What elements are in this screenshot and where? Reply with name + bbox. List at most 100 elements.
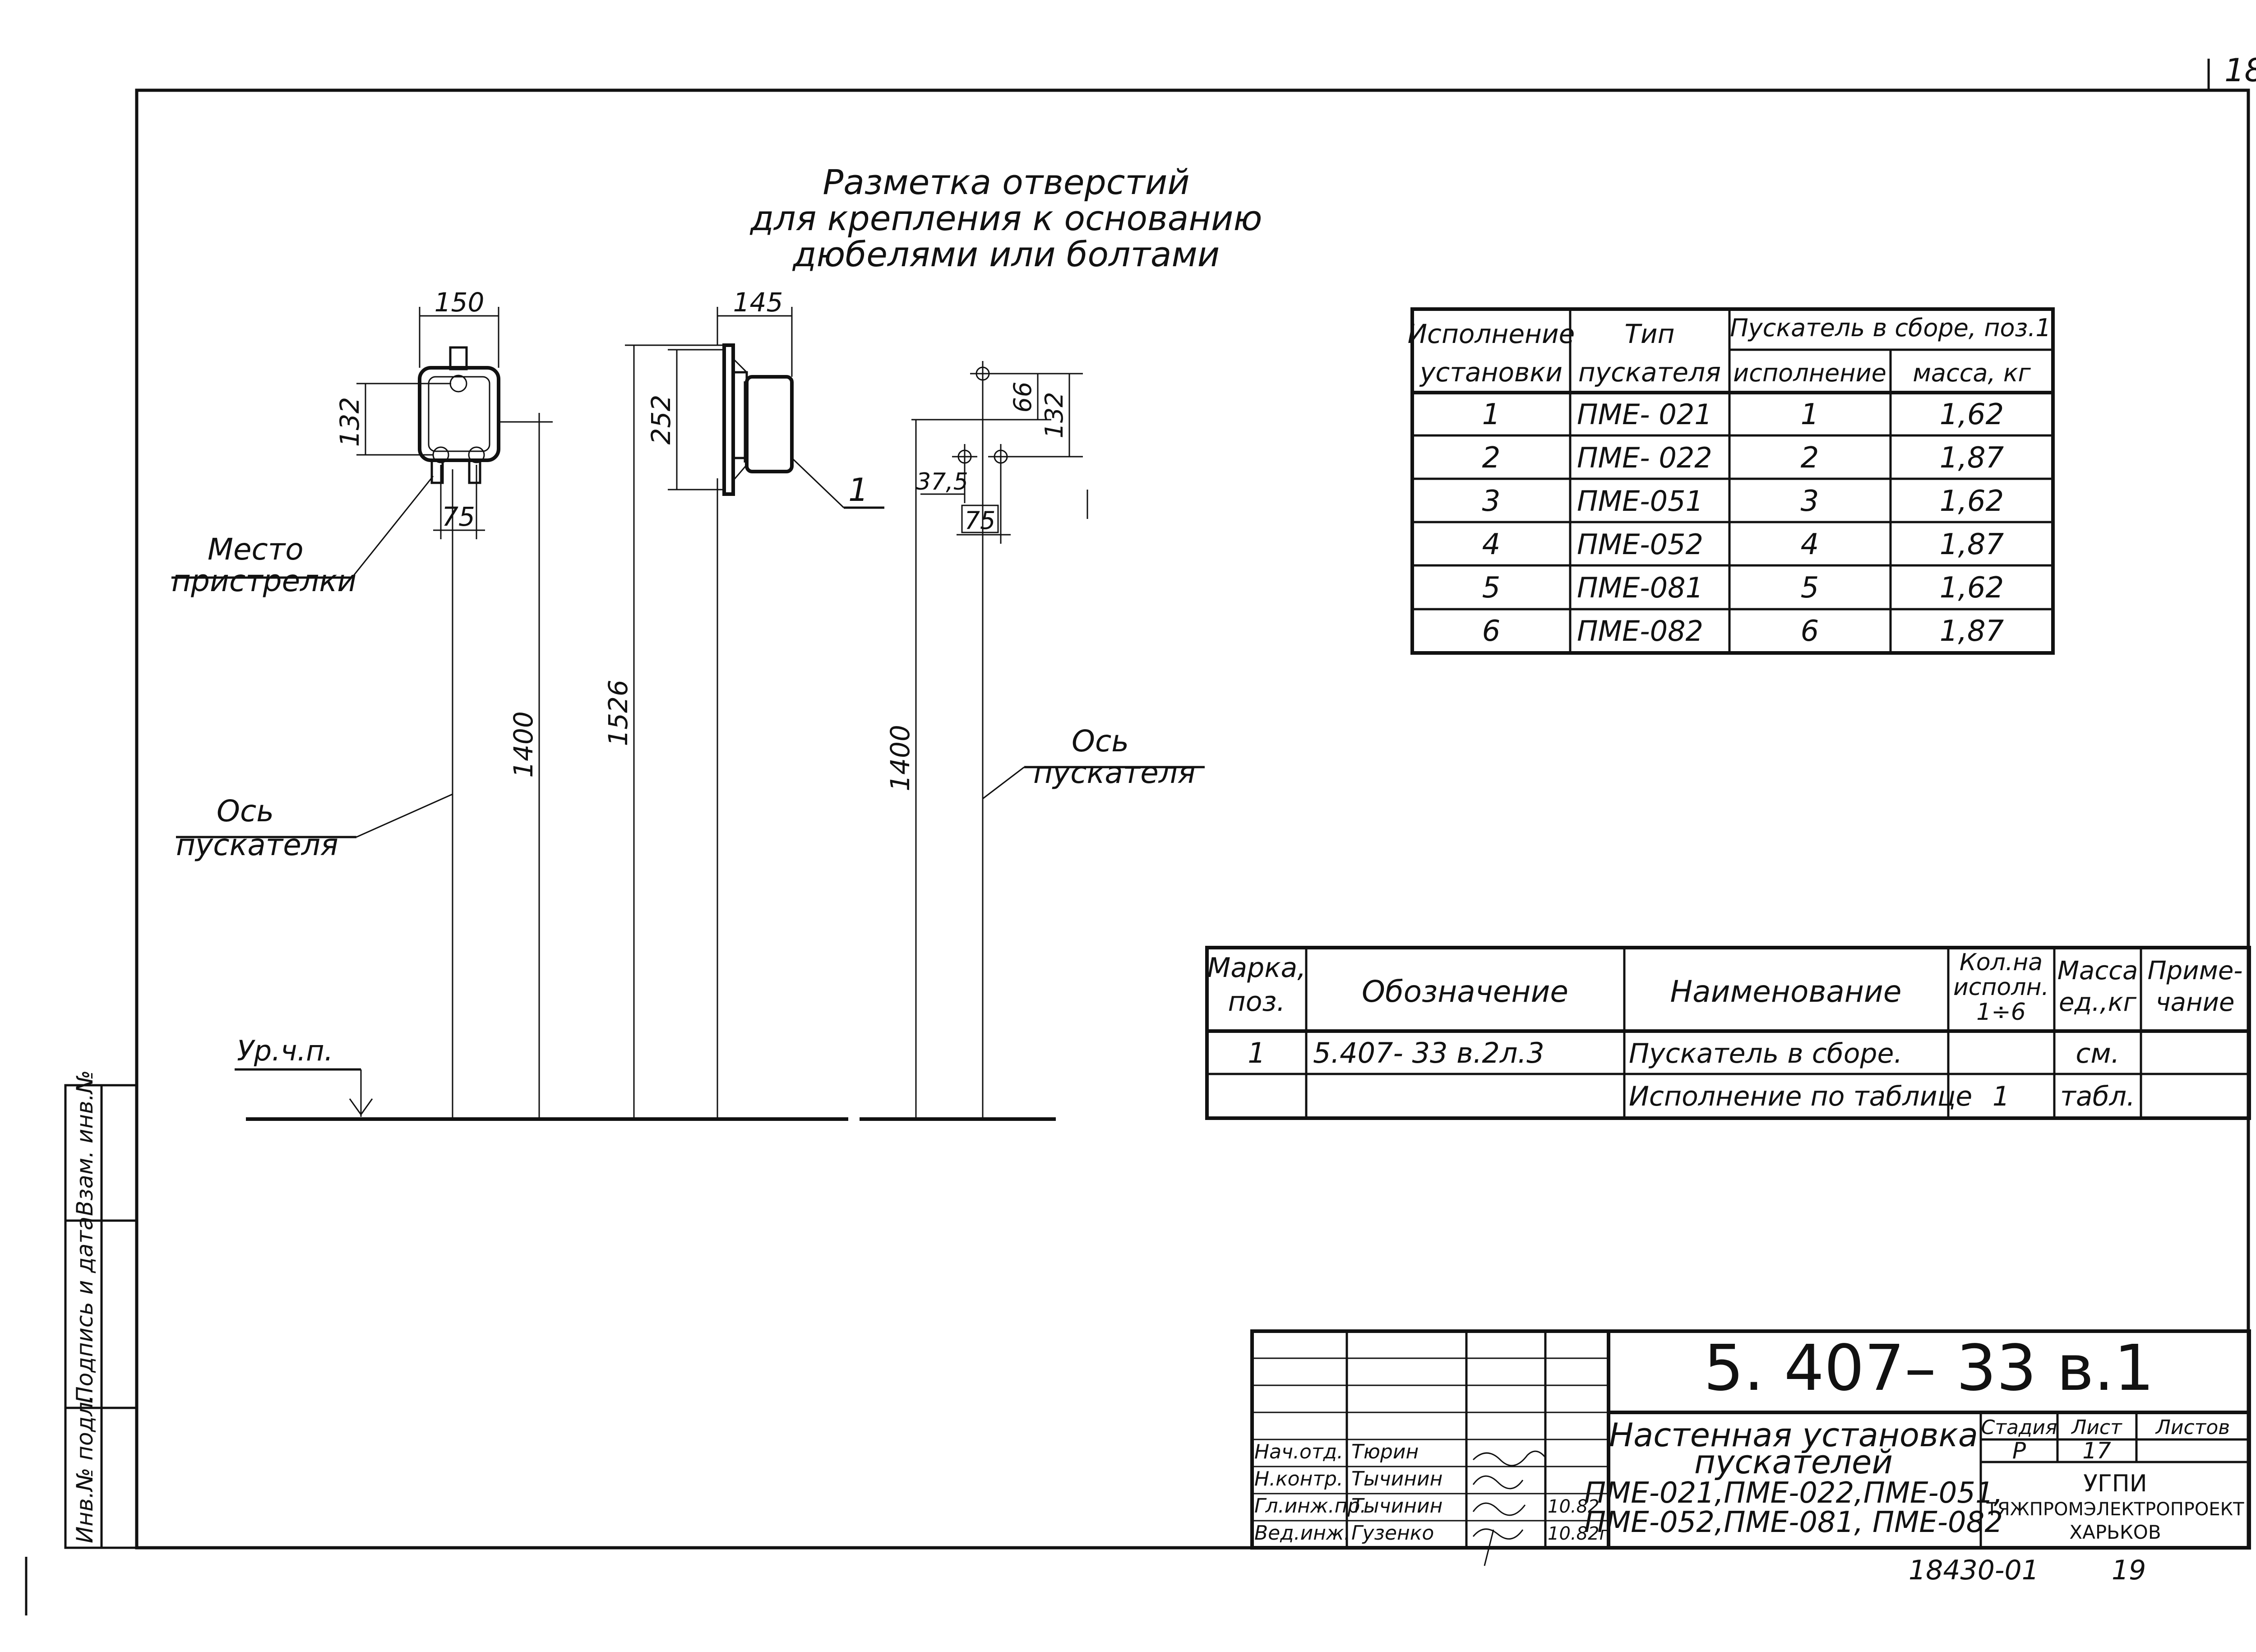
mount-hole-top bbox=[449, 375, 467, 393]
st-h-qty-2: исполн. bbox=[1953, 974, 2049, 1001]
st-h-designation: Обозначение bbox=[1362, 974, 1568, 1009]
dim-1526: 1526 bbox=[603, 680, 633, 746]
tb-person-role: Н.контр. bbox=[1254, 1467, 1343, 1490]
tb-stage-label: Стадия bbox=[1981, 1416, 2057, 1439]
callout-pos-1: 1 bbox=[848, 472, 869, 509]
vt-row-number: 2 bbox=[1482, 441, 1501, 475]
vt-row-mass: 1,87 bbox=[1940, 528, 2004, 561]
tb-title-2: пускателей bbox=[1694, 1443, 1893, 1481]
tb-title-4: ПМЕ-052,ПМЕ-081, ПМЕ-082 bbox=[1584, 1506, 2003, 1539]
starter-box bbox=[418, 366, 500, 462]
stamp-inv-podl: Инв.№ подл. bbox=[72, 1395, 98, 1543]
st-h-mass-1: Масса bbox=[2057, 956, 2138, 986]
tb-person-name: Тычинин bbox=[1351, 1467, 1442, 1490]
signature-1 bbox=[1472, 1450, 1546, 1467]
variants-table: Исполнение установки Тип пускателя Пуска… bbox=[1408, 307, 2055, 655]
st-r1-designation: 5.407- 33 в.2л.3 bbox=[1313, 1037, 1544, 1069]
tb-title-1: Настенная установка bbox=[1609, 1416, 1978, 1454]
archive-number: 18430-01 bbox=[1909, 1555, 2039, 1586]
st-h-qty-3: 1÷6 bbox=[1976, 999, 2026, 1026]
drawing-heading: Разметка отверстий для крепления к основ… bbox=[749, 162, 1262, 274]
callout-axis-2b: пускателя bbox=[1033, 755, 1196, 790]
st-r1-mark: 1 bbox=[1248, 1037, 1265, 1069]
vt-row-number: 6 bbox=[1482, 615, 1501, 648]
tb-person-role: Вед.инж. bbox=[1254, 1522, 1350, 1545]
tb-person-role: Гл.инж.пр. bbox=[1254, 1495, 1366, 1518]
vt-row-number: 3 bbox=[1482, 485, 1501, 518]
vt-row-number: 1 bbox=[1482, 398, 1501, 431]
tb-title-3: ПМЕ-021,ПМЕ-022,ПМЕ-051, bbox=[1584, 1476, 2003, 1510]
tb-org-3: ХАРЬКОВ bbox=[2069, 1521, 2161, 1543]
vt-row-exec: 5 bbox=[1801, 571, 1819, 605]
vt-h-col3: исполнение bbox=[1733, 359, 1886, 387]
stamp-vzam-inv: Взам. инв.№ bbox=[72, 1070, 98, 1216]
dim-132-a: 132 bbox=[334, 397, 365, 447]
vt-row-type: ПМЕ-051 bbox=[1577, 485, 1703, 518]
st-h-mark-2: поз. bbox=[1228, 986, 1285, 1018]
mount-hole-right bbox=[468, 446, 485, 463]
vt-row-number: 5 bbox=[1482, 571, 1501, 605]
vt-row-number: 4 bbox=[1482, 528, 1501, 561]
dim-75-a: 75 bbox=[442, 501, 475, 532]
tb-person-date: 10.82г bbox=[1548, 1523, 1609, 1544]
signature-2 bbox=[1472, 1475, 1524, 1490]
vt-row-mass: 1,62 bbox=[1940, 485, 2004, 518]
starter-body-side bbox=[745, 375, 794, 473]
floor-level-label: Ур.ч.п. bbox=[237, 1034, 333, 1067]
tb-person-name: Гузенко bbox=[1351, 1522, 1434, 1545]
dim-132-b: 132 bbox=[1040, 392, 1068, 438]
tb-stage: Р bbox=[2012, 1438, 2026, 1464]
sheet-number: 18 bbox=[2224, 52, 2256, 89]
sheet-frame bbox=[135, 88, 2250, 1550]
view-hole-marking: 66 132 37,5 75 1400 Ось пускателя bbox=[860, 361, 1205, 1121]
callout-place-2: пристрелки bbox=[171, 564, 356, 598]
vt-row-mass: 1,62 bbox=[1940, 398, 2004, 431]
vt-row-exec: 4 bbox=[1801, 528, 1819, 561]
signature-3 bbox=[1472, 1502, 1526, 1516]
vt-row-type: ПМЕ- 021 bbox=[1577, 398, 1712, 431]
spec-table: Марка, поз. Обозначение Наименование Кол… bbox=[1205, 946, 2251, 1120]
callout-axis-1a: Ось bbox=[217, 794, 274, 828]
tb-person-name: Тюрин bbox=[1351, 1440, 1419, 1463]
tb-sheets-label: Листов bbox=[2155, 1416, 2230, 1439]
vt-h-col2-1: Тип bbox=[1624, 319, 1674, 349]
view-side: 145 252 1526 1 bbox=[584, 287, 884, 1121]
tb-sheet-label: Лист bbox=[2071, 1416, 2122, 1439]
st-h-name: Наименование bbox=[1670, 974, 1902, 1009]
dim-1400-b: 1400 bbox=[885, 725, 915, 791]
vt-row-type: ПМЕ- 022 bbox=[1577, 441, 1712, 474]
dim-150: 150 bbox=[435, 287, 485, 318]
vt-h-col4: масса, кг bbox=[1913, 359, 2031, 387]
st-h-mark-1: Марка, bbox=[1207, 952, 1306, 984]
drawing-code: 5. 407– 33 в.1 bbox=[1704, 1332, 2154, 1405]
dim-37-5: 37,5 bbox=[916, 468, 968, 495]
tb-org-1: УГПИ bbox=[2083, 1470, 2147, 1497]
vt-row-exec: 6 bbox=[1801, 615, 1819, 648]
vt-h-group: Пускатель в сборе, поз.1 bbox=[1730, 314, 2051, 342]
vt-row-exec: 1 bbox=[1801, 398, 1819, 431]
top-lug bbox=[449, 346, 468, 370]
st-h-qty-1: Кол.на bbox=[1960, 949, 2043, 976]
signature-4 bbox=[1472, 1528, 1524, 1566]
st-r1-mass: см. bbox=[2076, 1038, 2119, 1069]
vt-h-col2-2: пускателя bbox=[1578, 357, 1721, 388]
tb-person-role: Нач.отд. bbox=[1254, 1440, 1343, 1463]
tb-sheet: 17 bbox=[2082, 1438, 2111, 1464]
st-r2-mass: табл. bbox=[2060, 1081, 2135, 1112]
vt-row-mass: 1,87 bbox=[1940, 615, 2004, 648]
vt-row-exec: 2 bbox=[1801, 441, 1819, 475]
callout-place-1: Место bbox=[208, 532, 304, 567]
callout-axis-2a: Ось bbox=[1072, 724, 1129, 759]
title-block: 5. 407– 33 в.1 Настенная установка пуска… bbox=[1250, 1329, 2251, 1566]
dim-75-b: 75 bbox=[965, 506, 996, 535]
stamp-sign-date: Подпись и дата bbox=[72, 1217, 98, 1403]
vt-row-exec: 3 bbox=[1801, 485, 1819, 518]
vt-row-type: ПМЕ-081 bbox=[1577, 571, 1703, 604]
vt-row-mass: 1,87 bbox=[1940, 441, 2004, 475]
st-r1-name: Пускатель в сборе. bbox=[1629, 1038, 1902, 1069]
view-front: 150 132 75 1400 Место пристрелки Ось пус… bbox=[171, 287, 584, 1121]
dim-66: 66 bbox=[1008, 382, 1037, 413]
st-h-note-2: чание bbox=[2156, 988, 2235, 1017]
heading-line-3: дюбелями или болтами bbox=[792, 234, 1220, 274]
